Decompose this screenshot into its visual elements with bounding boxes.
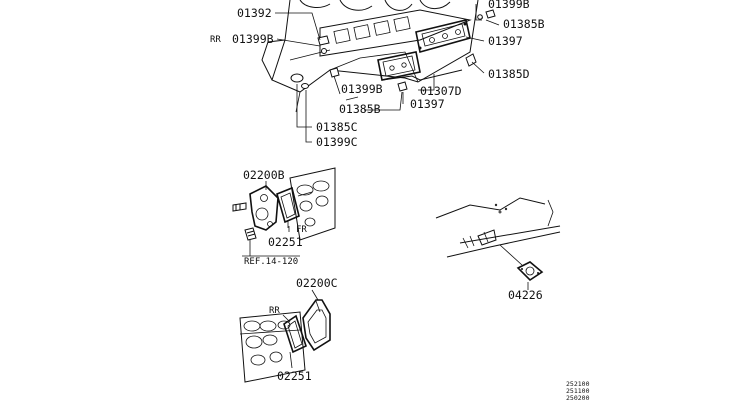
leader-lines-bottom bbox=[282, 289, 319, 369]
label-01399b-a: 01399B bbox=[232, 32, 274, 46]
label-01399b-b: 01399B bbox=[488, 0, 530, 11]
label-01385b-b: 01385B bbox=[339, 102, 381, 116]
cover-02200b bbox=[249, 185, 279, 231]
label-01399c: 01399C bbox=[316, 135, 358, 149]
label-rr-bottom: RR bbox=[269, 306, 280, 316]
label-01392: 01392 bbox=[237, 6, 272, 20]
label-01399b-c: 01399B bbox=[341, 82, 383, 96]
head-drawing-rear bbox=[239, 311, 306, 383]
bolt-upper-front bbox=[232, 202, 247, 212]
label-01397-a: 01397 bbox=[488, 34, 523, 48]
block-side-drawing bbox=[435, 197, 561, 258]
label-02200b: 02200B bbox=[243, 168, 285, 182]
plug-01392 bbox=[317, 35, 330, 54]
corner-code-3: 250200 bbox=[566, 394, 590, 400]
corner-code-1: 252100 bbox=[566, 380, 590, 388]
plug-01385b-b bbox=[397, 81, 408, 92]
plate-04226 bbox=[499, 244, 544, 282]
plug-01399c bbox=[301, 83, 309, 89]
cover-02200c bbox=[302, 299, 331, 352]
label-02251-b: 02251 bbox=[277, 369, 312, 383]
label-01385d: 01385D bbox=[488, 67, 530, 81]
bolt-lower-front bbox=[244, 227, 257, 241]
label-02251-a: 02251 bbox=[268, 235, 303, 249]
label-01307d: 01307D bbox=[420, 84, 462, 98]
label-01385c: 01385C bbox=[316, 120, 358, 134]
cover-plate-lower bbox=[377, 51, 463, 81]
leader-lines-top bbox=[275, 4, 500, 143]
head-drawing-front bbox=[289, 167, 336, 241]
plug-01385c bbox=[290, 73, 304, 83]
cover-plate-upper bbox=[415, 19, 471, 54]
label-rr-top: RR bbox=[210, 35, 221, 45]
label-ref-14-120: REF.14-120 bbox=[244, 257, 298, 267]
label-02200c: 02200C bbox=[296, 276, 338, 290]
gasket-02251-front bbox=[276, 186, 300, 224]
leader-lines-middle bbox=[242, 181, 300, 257]
label-01385b-a: 01385B bbox=[503, 17, 545, 31]
gasket-02251-rear bbox=[283, 314, 307, 354]
label-01397-b: 01397 bbox=[410, 97, 445, 111]
label-fr: FR bbox=[296, 225, 307, 235]
plug-01399b-c bbox=[329, 67, 340, 78]
corner-code-2: 251100 bbox=[566, 387, 590, 395]
plug-01385b-a bbox=[477, 9, 496, 20]
label-04226: 04226 bbox=[508, 288, 543, 302]
